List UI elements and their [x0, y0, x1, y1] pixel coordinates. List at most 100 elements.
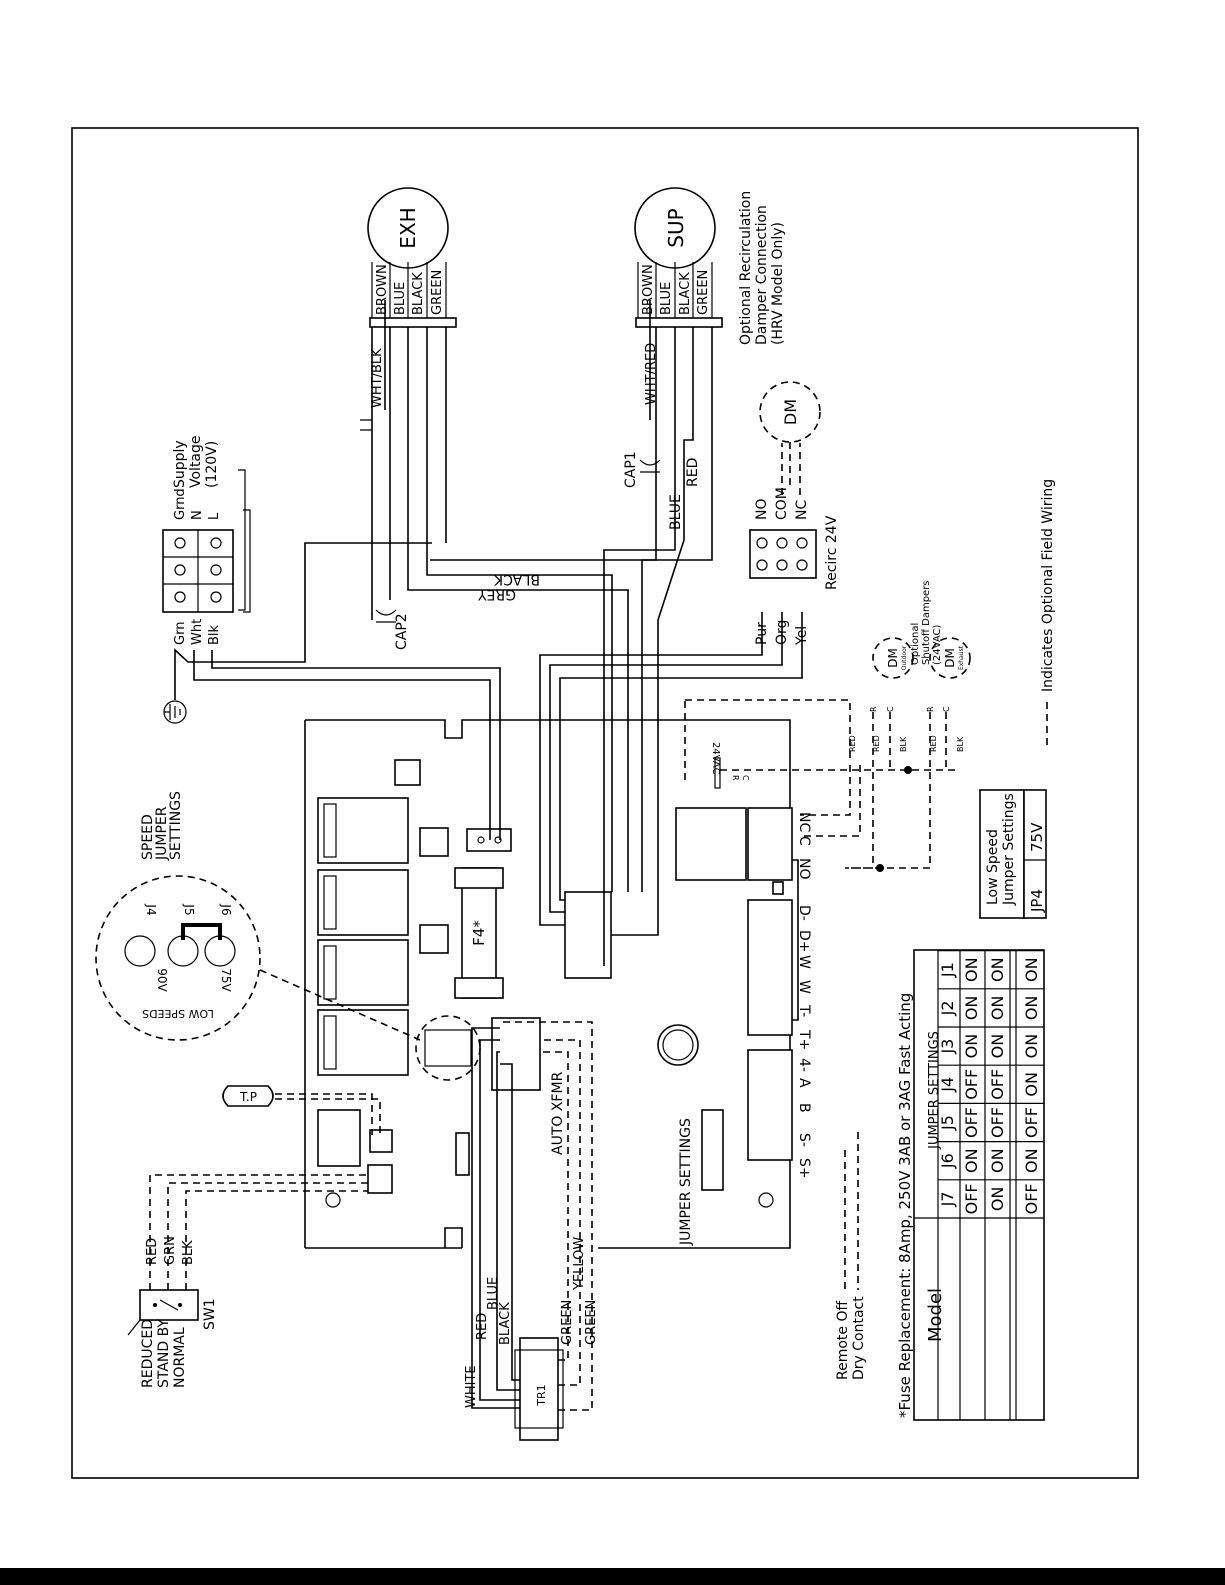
supply-grn: Grn — [173, 622, 188, 645]
exh-wire-black: BLACK — [411, 272, 426, 315]
jumper-cell: ON — [962, 1034, 981, 1059]
board-relay — [675, 807, 747, 881]
term-w2: W — [796, 955, 812, 969]
diagram-frame — [71, 127, 1139, 1479]
board-pin-r: R — [731, 775, 740, 781]
term-a: A — [796, 1078, 812, 1088]
svg-text:T.P: T.P — [239, 1090, 257, 1104]
supply-l: L — [207, 512, 222, 520]
control-board: F4* — [304, 719, 799, 1249]
relay-2 — [317, 869, 409, 936]
tr-wire-yellow: YELLOW — [572, 1237, 587, 1291]
switch-sw1 — [127, 1174, 368, 1336]
recirc-org: Org — [774, 620, 790, 645]
damper-outdoor-label: DM — [886, 648, 900, 668]
exh-label: EXH — [396, 207, 420, 248]
jumper-col-j2: J2 — [938, 1000, 957, 1016]
speed-75v-label: 75V — [219, 968, 233, 992]
term-t-minus: T- — [796, 1004, 812, 1017]
page-bottom-bar — [0, 1568, 1225, 1585]
jumper-cell: ON — [988, 1187, 1007, 1212]
sup-wire-common: WHT/RED — [644, 343, 659, 405]
cross-wire-grey: GREY — [478, 586, 516, 602]
jumper-cell: OFF — [988, 1107, 1007, 1138]
sup-wire-brown: BROWN — [641, 264, 656, 315]
fuse-label: F4* — [470, 920, 488, 946]
term-s-minus: S- — [796, 1133, 812, 1147]
recirc-note: Optional Recirculation Damper Connection… — [738, 191, 786, 345]
svg-text:(HRV Model Only): (HRV Model Only) — [770, 222, 786, 345]
supply-wht: Wht — [190, 619, 205, 645]
exhaust-pin-c: C — [942, 706, 951, 712]
relay-4 — [317, 1009, 409, 1076]
pin-j4-label: J4 — [144, 903, 158, 915]
jumper-cell: ON — [1022, 1148, 1041, 1173]
jumper-col-j6: J6 — [938, 1153, 957, 1169]
outdoor-pin-r: R — [869, 706, 878, 712]
tr-wire-green-1: GREEN — [560, 1300, 575, 1345]
jumper-cell: OFF — [988, 1069, 1007, 1100]
legend-text: Indicates Optional Field Wiring — [1040, 479, 1056, 692]
recirc-yel: Yel — [794, 626, 810, 646]
svg-text:CAP1: CAP1 — [623, 451, 639, 488]
relay-term-no: NO — [796, 858, 812, 880]
board-button — [657, 1024, 699, 1066]
term-d-minus: D- — [796, 905, 812, 921]
recirc-title: Recirc 24V — [824, 515, 840, 590]
exh-wire-green: GREEN — [430, 270, 445, 315]
low-speeds-caption: LOW SPEEDS — [142, 1007, 214, 1020]
six-pin-connector — [317, 1109, 361, 1167]
svg-text:Damper Connection: Damper Connection — [754, 205, 770, 345]
ground-symbol — [163, 700, 187, 724]
recirc-pur: Pur — [754, 622, 770, 645]
relay-term-nc: NC — [796, 812, 812, 832]
jumper-group-header: JUMPER SETTINGS — [927, 1031, 942, 1150]
recirc-terminal-block — [539, 529, 817, 926]
cross-wire-blue: BLUE — [668, 494, 684, 530]
damper-outdoor-sub: Outdoor — [901, 645, 908, 670]
exh-wire-blue: BLUE — [393, 282, 408, 315]
shutoff-note: Optional Shutoff Dampers (24VAC) — [910, 580, 943, 665]
terminal-strip-relay — [747, 807, 793, 881]
speed-jumper-detail — [95, 875, 421, 1041]
supply-n: N — [190, 510, 205, 520]
switch-pos-standby: STAND BY — [156, 1319, 172, 1388]
svg-text:Jumper Settings: Jumper Settings — [1001, 793, 1017, 906]
jumper-col-j3: J3 — [938, 1039, 957, 1055]
jumper-col-j4: J4 — [938, 1077, 957, 1093]
recirc-no: NO — [754, 499, 770, 521]
exhaust-wire-red: RED — [929, 735, 938, 752]
switch-pos-reduced: REDUCED — [140, 1319, 156, 1388]
auto-xfmr-label: AUTO XFMR — [550, 1071, 566, 1155]
jumper-settings-label: JUMPER SETTINGS — [678, 1118, 694, 1246]
svg-text:Voltage: Voltage — [188, 435, 204, 488]
svg-text:JUMPER: JUMPER — [154, 806, 170, 861]
damper-exhaust-label: DM — [943, 648, 957, 668]
cap2: CAP2 — [375, 609, 410, 650]
board-24vac-label: 24VAC — [710, 742, 721, 775]
sup-label: SUP — [664, 208, 688, 247]
exh-motor: EXH — [367, 187, 629, 892]
svg-text:Optional Recirculation: Optional Recirculation — [738, 191, 754, 345]
jumper-col-j7: J7 — [938, 1191, 957, 1207]
jumper-cell: ON — [988, 1148, 1007, 1173]
exhaust-wire-blk: BLK — [956, 736, 965, 752]
relay-term-c: C — [796, 836, 812, 846]
recirc-com: COM — [774, 487, 790, 520]
exh-wire-nut — [360, 419, 372, 431]
terminal-strip-mid — [747, 899, 793, 1036]
term-b: B — [796, 1103, 812, 1113]
fuse-note: *Fuse Replacement: 8Amp, 250V 3AB or 3AG… — [896, 993, 914, 1418]
switch-wire-blk: BLK — [181, 1240, 196, 1265]
switch-wire-red: RED — [145, 1238, 160, 1265]
sup-wire-blue: BLUE — [659, 282, 674, 315]
pin-j5-label: J5 — [182, 903, 196, 915]
supply-blk: Blk — [207, 624, 222, 645]
jumper-cell: OFF — [962, 1107, 981, 1138]
jumper-cell: OFF — [1022, 1107, 1041, 1138]
speed-jumper-title: SPEED JUMPER SETTINGS — [140, 791, 184, 861]
jumper-cell: ON — [1022, 957, 1041, 982]
supply-grnd: Grnd — [173, 488, 188, 520]
exhaust-pin-r: R — [926, 706, 935, 712]
